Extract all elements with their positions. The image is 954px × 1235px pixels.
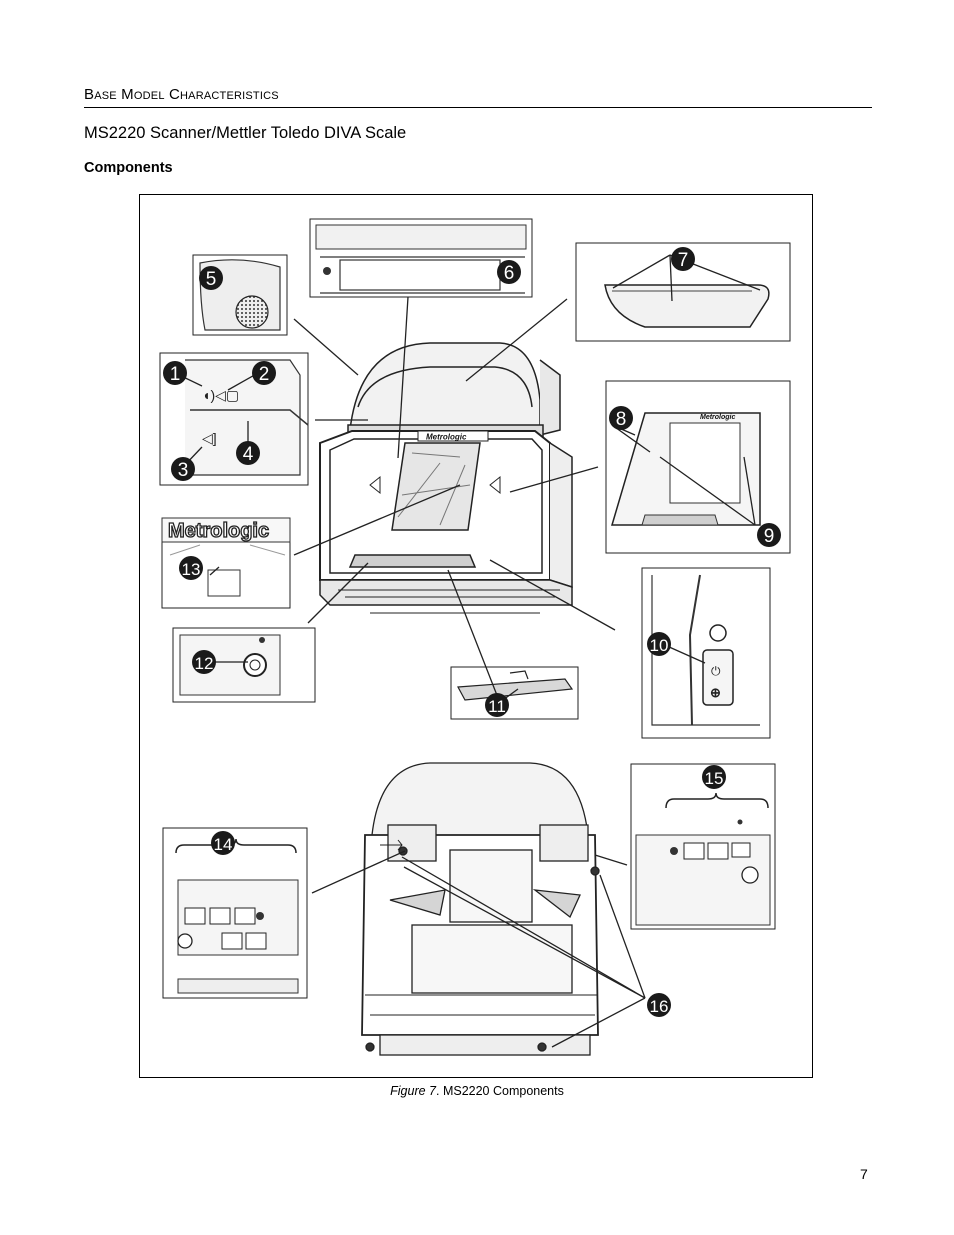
callout-15: 15 [702, 765, 726, 789]
callout-11: 11 [485, 693, 509, 717]
scanner-brand-label: Metrologic [426, 433, 467, 442]
svg-text:1: 1 [170, 364, 181, 385]
svg-text:4: 4 [243, 444, 254, 465]
inset-bottom-ports-right [630, 763, 776, 930]
plus-symbol: ⊕ [710, 685, 721, 700]
callout-10: 10 [647, 632, 671, 656]
svg-text:9: 9 [764, 526, 775, 547]
svg-text:12: 12 [195, 654, 214, 673]
volume-symbol: ◁] [202, 430, 217, 446]
svg-text:10: 10 [650, 636, 669, 655]
callout-16: 16 [647, 993, 671, 1017]
scale-brand-label: Metrologic [168, 520, 269, 542]
document-subtitle: MS2220 Scanner/Mettler Toledo DIVA Scale [84, 124, 407, 142]
inset-port-left [172, 627, 316, 703]
caption-text: . MS2220 Components [436, 1084, 564, 1098]
svg-text:15: 15 [705, 769, 724, 788]
figure-caption: Figure 7. MS2220 Components [0, 1084, 954, 1098]
inset-control-buttons: ◖)◁▢ ◁] [159, 352, 309, 486]
svg-text:7: 7 [678, 250, 689, 271]
svg-text:11: 11 [488, 697, 506, 716]
callout-6: 6 [497, 260, 521, 284]
svg-text:8: 8 [616, 409, 627, 430]
callout-2: 2 [252, 361, 276, 385]
svg-text:13: 13 [182, 560, 201, 579]
callout-9: 9 [757, 523, 781, 547]
inset-bottom-ports-left [162, 827, 308, 999]
callout-12: 12 [192, 650, 216, 674]
svg-text:14: 14 [214, 835, 233, 854]
inset-platter-top [309, 218, 533, 298]
components-diagram: Metrologic ◖)◁▢ ◁] [159, 218, 791, 1056]
caption-figure-label: Figure 7 [390, 1084, 436, 1098]
section-title: Base Model Characteristics [84, 86, 279, 103]
callout-7: 7 [671, 247, 695, 271]
scanner-bottom-view [361, 762, 600, 1056]
svg-text:6: 6 [504, 263, 515, 284]
svg-text:2: 2 [259, 364, 270, 385]
frame-brand-label: Metrologic [700, 414, 735, 421]
callout-3: 3 [171, 457, 195, 481]
leader-lines [174, 254, 761, 1048]
inset-platter-frame [605, 380, 791, 554]
tone-symbol: ◖)◁▢ [202, 387, 239, 403]
power-symbol: ⏻ [711, 664, 721, 678]
callout-1: 1 [163, 361, 187, 385]
svg-text:3: 3 [178, 460, 189, 481]
svg-text:16: 16 [650, 997, 669, 1016]
figure-box: Metrologic ◖)◁▢ ◁] [139, 194, 813, 1078]
inset-tab [450, 666, 579, 720]
callout-4: 4 [236, 441, 260, 465]
callout-8: 8 [609, 406, 633, 430]
svg-text:5: 5 [206, 269, 217, 290]
section-rule [84, 107, 872, 108]
callout-13: 13 [179, 556, 203, 580]
callout-14: 14 [211, 831, 235, 855]
page-number: 7 [860, 1166, 868, 1182]
components-heading: Components [84, 160, 173, 176]
callout-5: 5 [199, 266, 223, 290]
